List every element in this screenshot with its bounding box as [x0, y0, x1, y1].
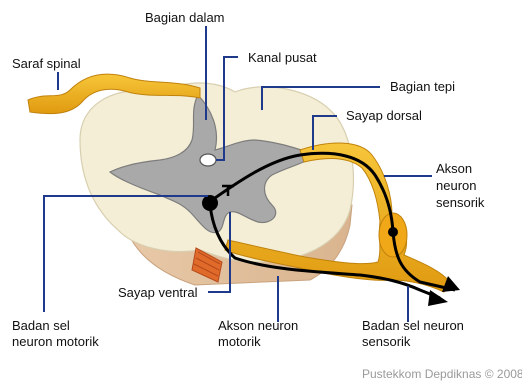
- label-bagian-dalam: Bagian dalam: [145, 10, 225, 25]
- label-akson-sensorik-line3: sensorik: [436, 195, 485, 210]
- label-akson-motorik-line2: motorik: [218, 334, 261, 349]
- label-badan-motorik-line1: Badan sel: [12, 318, 70, 333]
- motor-arrow: [428, 290, 448, 306]
- label-badan-motorik-line2: neuron motorik: [12, 334, 99, 349]
- central-canal: [200, 154, 216, 166]
- label-sayap-ventral: Sayap ventral: [118, 285, 198, 300]
- label-badan-sensorik-line1: Badan sel neuron: [362, 318, 464, 333]
- label-sayap-dorsal: Sayap dorsal: [346, 108, 422, 123]
- label-bagian-tepi: Bagian tepi: [390, 79, 455, 94]
- label-kanal-pusat: Kanal pusat: [248, 50, 317, 65]
- label-badan-sensorik-line2: sensorik: [362, 334, 411, 349]
- motor-neuron-body: [202, 195, 218, 211]
- label-akson-motorik-line1: Akson neuron: [218, 318, 298, 333]
- label-akson-sensorik-line1: Akson: [436, 161, 472, 176]
- sensory-neuron-body: [388, 227, 398, 237]
- label-akson-sensorik-line2: neuron: [436, 178, 476, 193]
- label-saraf-spinal: Saraf spinal: [12, 56, 81, 71]
- credit-text: Pustekkom Depdiknas © 2008: [362, 367, 522, 381]
